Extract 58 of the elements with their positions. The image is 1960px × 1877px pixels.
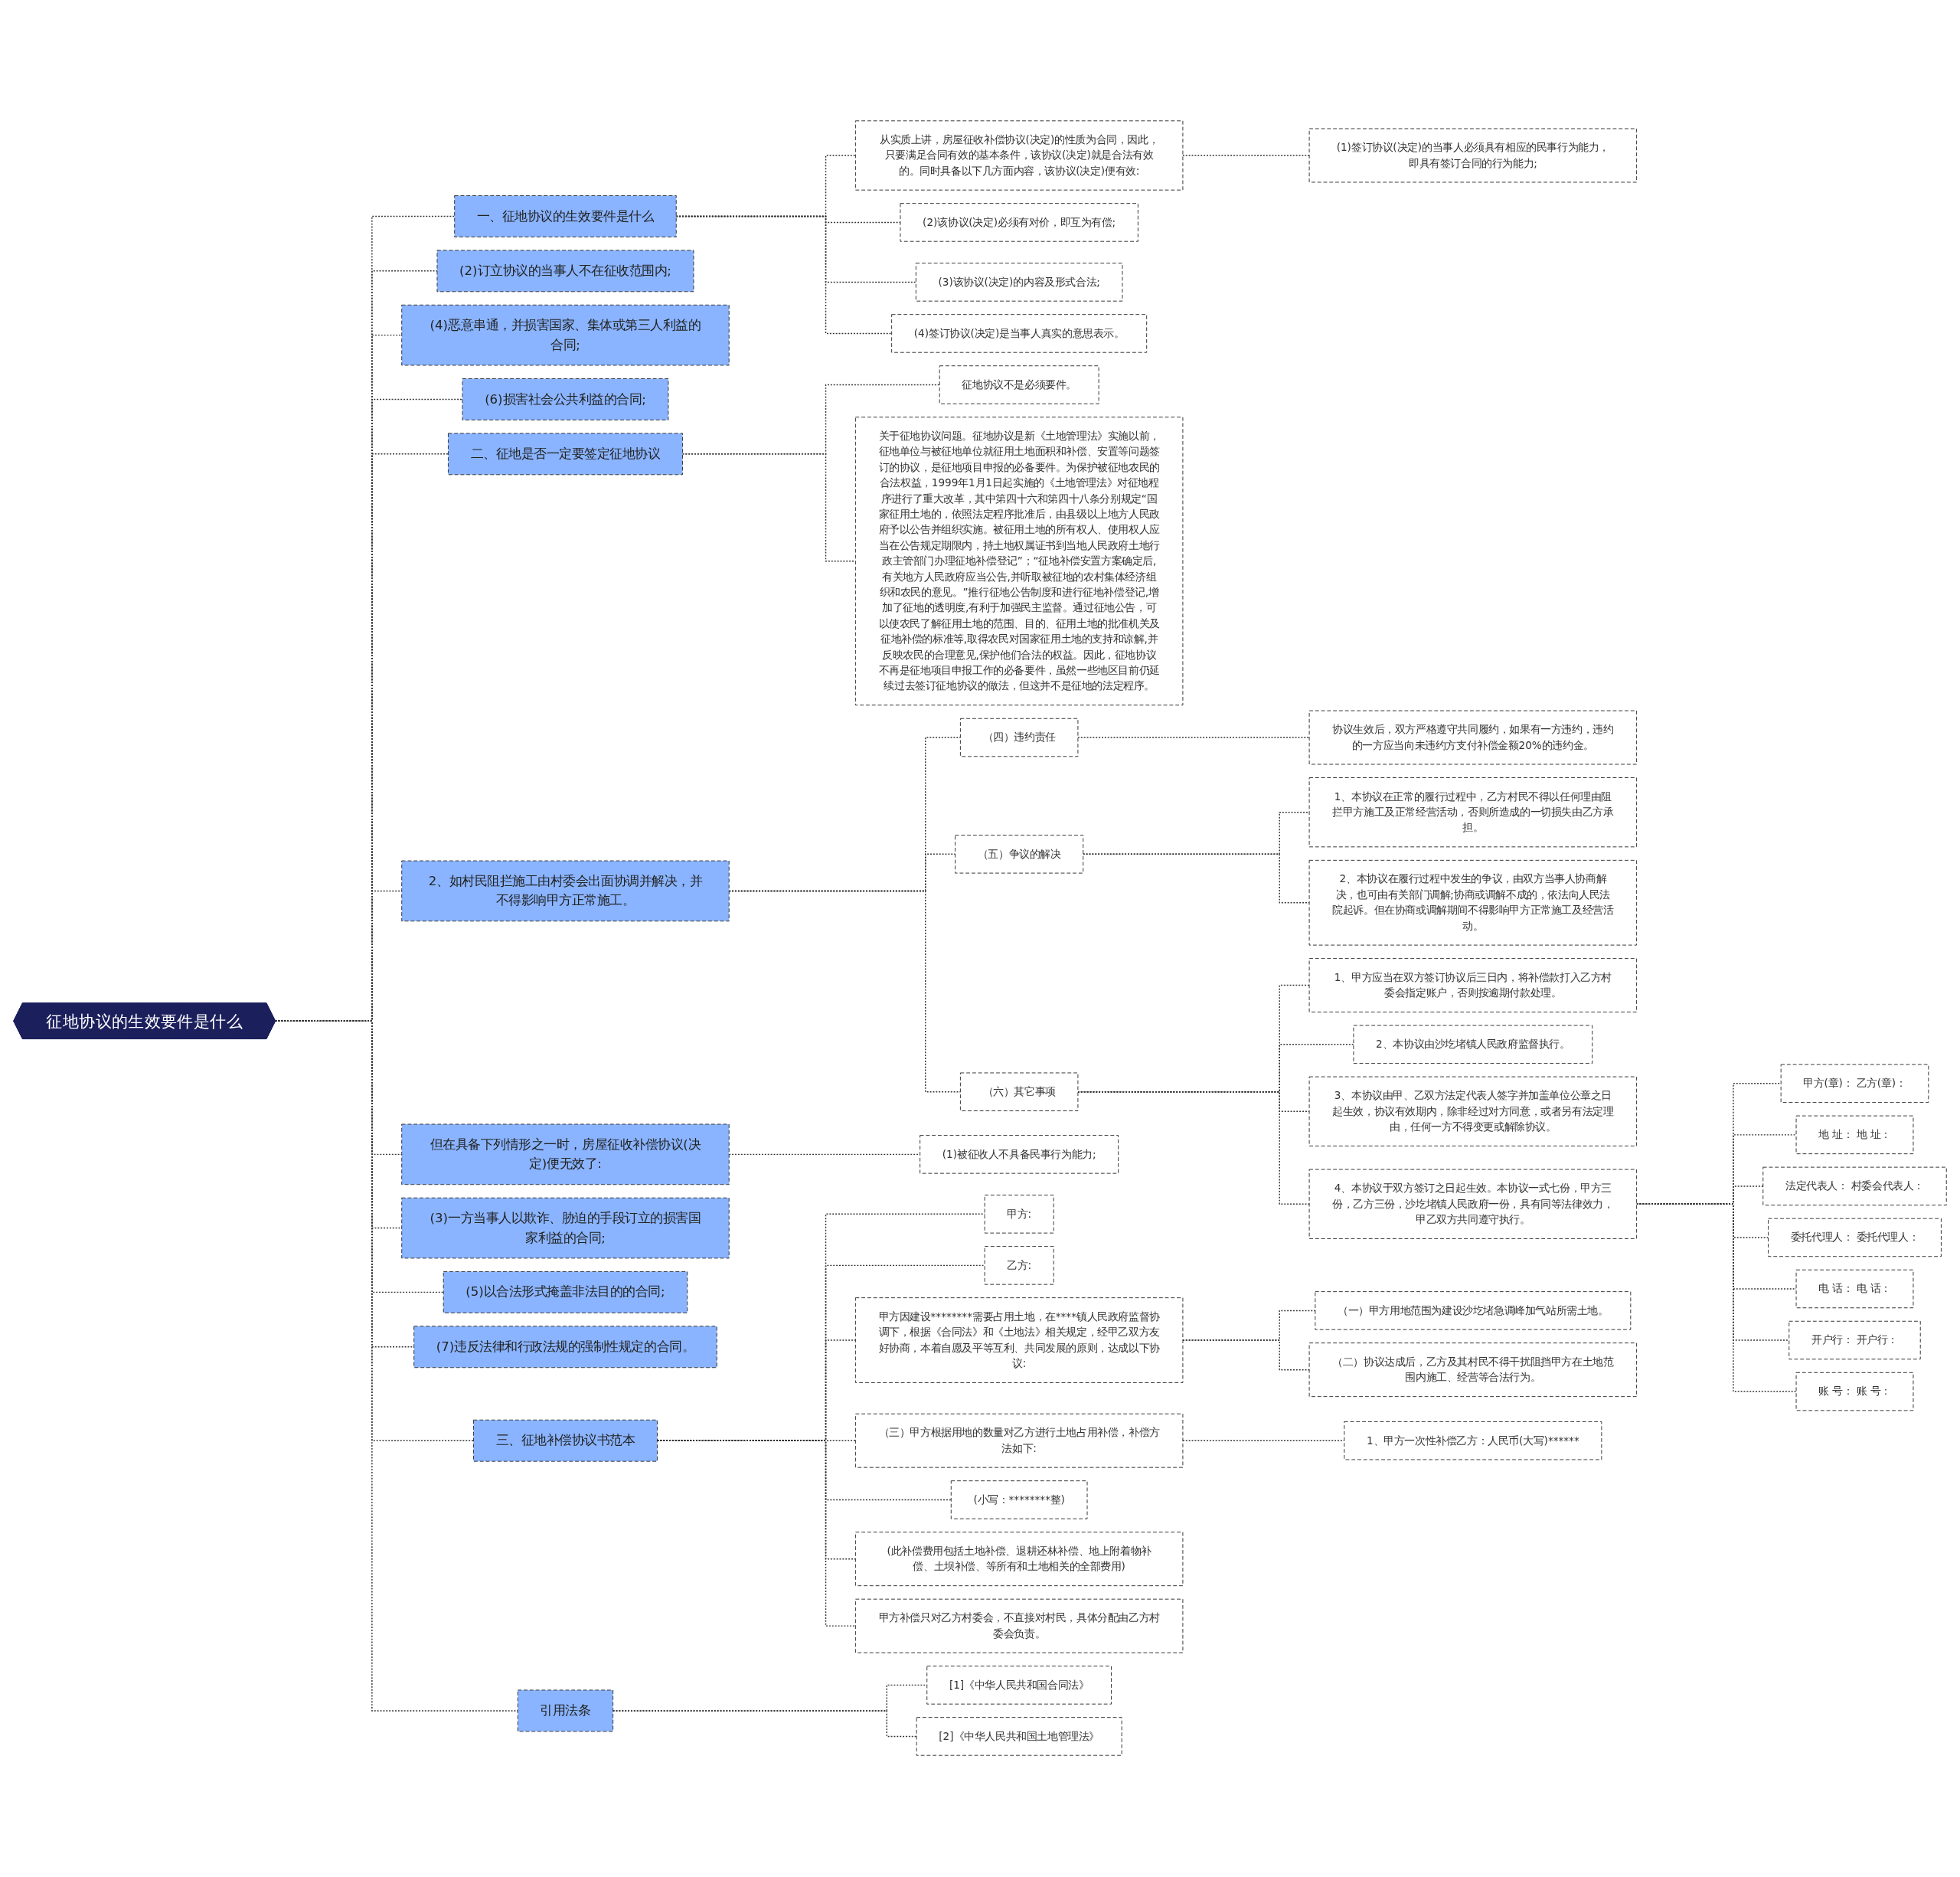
node-box: 一、征地协议的生效要件是什么 bbox=[454, 195, 677, 237]
connector bbox=[1077, 1091, 1310, 1205]
node-box: (小写：********整) bbox=[950, 1480, 1088, 1519]
node-box: （五）争议的解决 bbox=[955, 835, 1084, 874]
node-box: （三）甲方根据用地的数量对乙方进行土地占用补偿，补偿方法如下: bbox=[854, 1413, 1184, 1468]
node-box: 乙方: bbox=[984, 1246, 1054, 1285]
node-box: (4)签订协议(决定)是当事人真实的意思表示。 bbox=[891, 314, 1148, 353]
node-box: 电 话： 电 话： bbox=[1795, 1269, 1914, 1309]
node-box: 开户行： 开户行： bbox=[1788, 1320, 1921, 1360]
node-box: 但在具备下列情形之一时，房屋征收补偿协议(决定)便无效了: bbox=[401, 1123, 730, 1185]
connector bbox=[1083, 853, 1310, 904]
node-box: （四）违约责任 bbox=[959, 718, 1079, 757]
node-box: 委托代理人： 委托代理人： bbox=[1768, 1218, 1942, 1257]
node-box: 三、征地补偿协议书范本 bbox=[473, 1419, 658, 1462]
connector bbox=[1635, 1203, 1797, 1392]
node-box: (5)以合法形式掩盖非法目的的合同; bbox=[443, 1270, 688, 1313]
connector bbox=[1182, 1339, 1310, 1371]
node-box: 甲方补偿只对乙方村委会，不直接对村民，具体分配由乙方村委会负责。 bbox=[854, 1598, 1184, 1653]
node-box: (3)该协议(决定)的内容及形式合法; bbox=[915, 263, 1123, 302]
node-box: 2、如村民阻拦施工由村委会出面协调并解决，并不得影响甲方正常施工。 bbox=[401, 860, 730, 922]
connector bbox=[1182, 155, 1310, 156]
node-box: (2)订立协议的当事人不在征收范围内; bbox=[436, 250, 694, 293]
node-box: 法定代表人： 村委会代表人： bbox=[1762, 1166, 1947, 1206]
connector bbox=[675, 215, 893, 335]
node-box: (4)恶意串通，并损害国家、集体或第三人利益的合同; bbox=[401, 304, 730, 366]
node-box: （二）协议达成后，乙方及其村民不得干扰阻挡甲方在土地范围内施工、经营等合法行为。 bbox=[1308, 1342, 1638, 1398]
node-box: （一）甲方用地范围为建设沙圪堵急调峰加气站所需土地。 bbox=[1315, 1291, 1632, 1330]
node-box: (7)违反法律和行政法规的强制性规定的合同。 bbox=[413, 1326, 717, 1369]
node-box: 账 号： 账 号： bbox=[1795, 1372, 1914, 1411]
node-box: [2]《中华人民共和国土地管理法》 bbox=[916, 1717, 1122, 1756]
node-box: （六）其它事项 bbox=[959, 1072, 1079, 1112]
node-box: (3)一方当事人以欺诈、胁迫的手段订立的损害国家利益的合同; bbox=[401, 1197, 730, 1259]
node-box: 甲方(章)： 乙方(章)： bbox=[1780, 1064, 1929, 1104]
node-box: 引用法条 bbox=[517, 1689, 614, 1732]
node-box: (此补偿费用包括土地补偿、退耕还林补偿、地上附着物补偿、土坝补偿、等所有和土地相关的全部费用) bbox=[854, 1532, 1184, 1587]
node-box: 甲方: bbox=[984, 1195, 1054, 1234]
node-box: 1、甲方应当在双方签订协议后三日内，将补偿款打入乙方村委会指定账户，否则按逾期付款处理。 bbox=[1308, 958, 1638, 1013]
connector bbox=[1077, 737, 1310, 738]
node-box: (2)该协议(决定)必须有对价，即互为有偿; bbox=[900, 203, 1138, 242]
node-box: (1)签订协议(决定)的当事人必须具有相应的民事行为能力，即具有签订合同的行为能力; bbox=[1308, 128, 1638, 183]
node-box: 甲方因建设********需要占用土地，在****镇人民政府监督协调下，根据《合同法》和《土地法》相关规定，经甲乙双方友好协商，本着自愿及平等互利、共同发展的原则，达成以下协议: bbox=[854, 1297, 1184, 1383]
node-box: (6)损害社会公共利益的合同; bbox=[462, 378, 669, 420]
node-box: 征地协议不是必须要件。 bbox=[939, 365, 1099, 404]
node-box: 2、本协议由沙圪堵镇人民政府监督执行。 bbox=[1353, 1025, 1593, 1064]
node-box: 3、本协议由甲、乙双方法定代表人签字并加盖单位公章之日起生效，协议有效期内，除非经过对方同意，或者另有法定理由，任何一方不得变更或解除协议。 bbox=[1308, 1076, 1638, 1146]
node-box: 1、本协议在正常的履行过程中，乙方村民不得以任何理由阻拦甲方施工及正常经营活动，否则所造成的一切损失由乙方承担。 bbox=[1308, 777, 1638, 848]
node-box: 2、本协议在履行过程中发生的争议，由双方当事人协商解决，也可由有关部门调解;协商或调解不成的，依法向人民法院起诉。但在协商或调解期间不得影响甲方正常施工及经营活动。 bbox=[1308, 859, 1638, 946]
node-box: 1、甲方一次性补偿乙方：人民币(大写)****** bbox=[1344, 1421, 1602, 1460]
node-box: 地 址： 地 址： bbox=[1795, 1115, 1914, 1155]
connector bbox=[656, 1440, 857, 1627]
node-box: [1]《中华人民共和国合同法》 bbox=[926, 1666, 1112, 1705]
node-box: 从实质上讲，房屋征收补偿协议(决定)的性质为合同，因此，只要满足合同有效的基本条件，该协议(决定)就是合法有效的。同时具备以下几方面内容，该协议(决定)便有效: bbox=[854, 120, 1184, 191]
node-box: 4、本协议于双方签订之日起生效。本协议一式七份，甲方三份，乙方三份，沙圪堵镇人民政府一份，具有同等法律效力，甲乙双方共同遵守执行。 bbox=[1308, 1169, 1638, 1239]
node-box: 协议生效后，双方严格遵守共同履约，如果有一方违约，违约的一方应当向未违约方支付补偿金额20%的违约金。 bbox=[1308, 710, 1638, 765]
node-box: 二、征地是否一定要签定征地协议 bbox=[447, 433, 683, 476]
node-box: 关于征地协议问题。征地协议是新《土地管理法》实施以前，征地单位与被征地单位就征用土地面积和补偿、安置等问题签订的协议，是征地项目申报的必备要件。为保护被征地农民的合法权益，1999年1月1日起实施的《土地管理法》对征地程序进行了重大改革，其中第四十六和第四十八条分别规定“国家征用土地的，依照法定程序批准后，由县级以上地方人民政府予以公告并组织实施。被征用土地的所有权人、使用权人应当在公告规定期限内，持土地权属证书到当地人民政府土地行政主管部门办理征地补偿登记”；“征地补偿安置方案确定后,有关地方人民政府应当公告,并听取被征地的农村集体经济组织和农民的意见。”推行征地公告制度和进行征地补偿登记,增加了征地的透明度,有利于加强民主监督。通过征地公告，可以使农民了解征用土地的范围、目的、征用土地的批准机关及征地补偿的标准等,取得农民对国家征用土地的支持和谅解,并反映农民的合理意见,保护他们合法的权益。因此，征地协议不再是征地项目申报工作的必备要件，虽然一些地区目前仍延续过去签订征地协议的做法，但这并不是征地的法定程序。 bbox=[854, 417, 1184, 706]
connector bbox=[612, 1710, 917, 1738]
node-box: (1)被征收人不具备民事行为能力; bbox=[920, 1135, 1119, 1174]
